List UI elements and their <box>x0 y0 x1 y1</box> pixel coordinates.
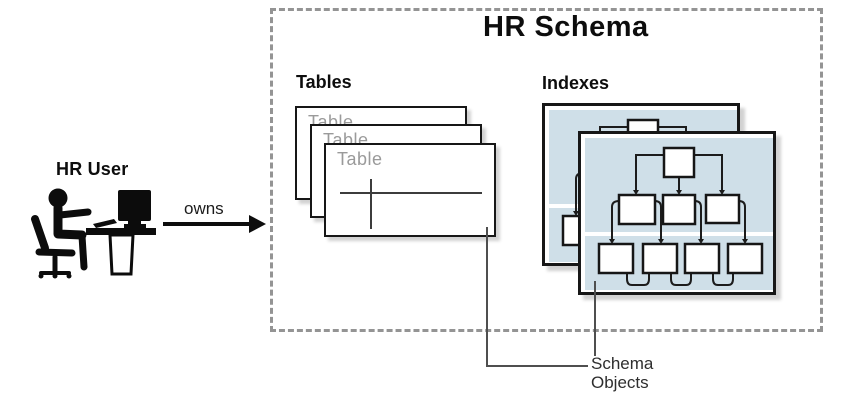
btree-index-icon <box>585 138 773 290</box>
table-callout-line-horizontal <box>486 365 588 367</box>
tables-group-label: Tables <box>296 72 352 92</box>
schema-objects-line2: Objects <box>591 373 649 392</box>
schema-title: HR Schema <box>483 11 649 43</box>
hr-user-label: HR User <box>56 159 129 179</box>
schema-objects-label: Schema Objects <box>591 354 653 392</box>
table-grid-horizontal-line <box>340 192 482 194</box>
table-callout-line-vertical <box>486 227 488 367</box>
table-grid-vertical-line <box>370 179 372 229</box>
desk-leg <box>108 233 135 276</box>
chair-wheels <box>38 273 72 279</box>
table-card-icon: Table <box>324 143 496 237</box>
desk-computer <box>86 190 156 235</box>
index-callout-line <box>594 281 596 356</box>
chair-backrest <box>31 215 49 252</box>
hr-schema-boundary <box>270 8 823 332</box>
schema-objects-line1: Schema <box>591 354 654 373</box>
hr-user-desk-icon <box>31 188 156 279</box>
owns-label: owns <box>184 199 224 218</box>
person-head <box>48 188 68 208</box>
index-card <box>578 131 776 295</box>
indexes-group-label: Indexes <box>542 73 610 93</box>
table-card-label: Table <box>337 149 383 169</box>
owns-arrow-icon <box>163 222 251 226</box>
owns-arrow-head-icon <box>249 215 266 233</box>
